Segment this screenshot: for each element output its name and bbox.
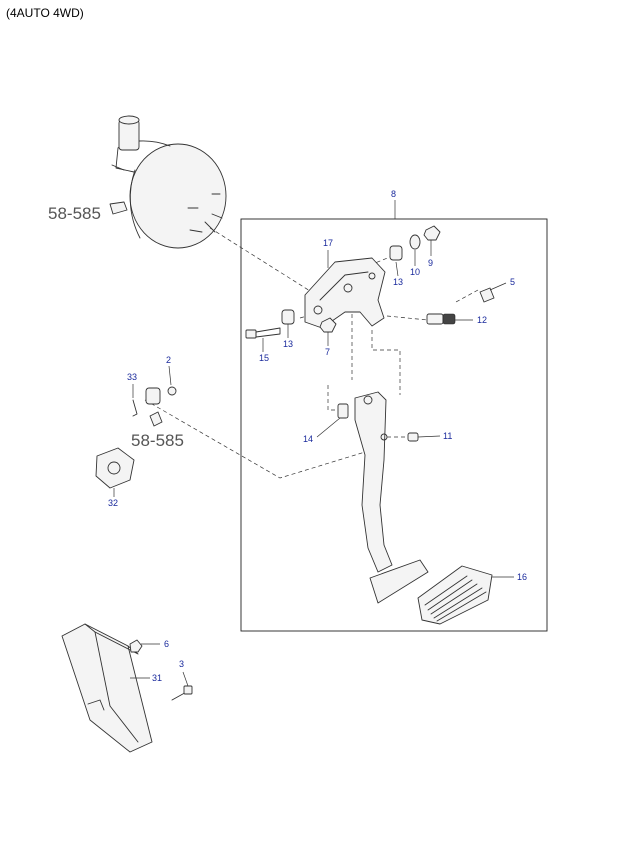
pedal-pad: [417, 565, 514, 625]
callout-8: 8: [391, 189, 396, 199]
bushing-13-lower: [281, 309, 295, 325]
callout-12: 12: [477, 315, 487, 325]
lower-bracket-31: [61, 623, 193, 753]
mount-bracket-32: [95, 447, 135, 497]
reference-label-lower[interactable]: 58-585: [131, 431, 184, 450]
callout-14: 14: [303, 434, 313, 444]
stop-lamp-switch: [426, 313, 473, 325]
pedal-arm: [316, 391, 429, 604]
callout-5: 5: [510, 277, 515, 287]
nut-9: [423, 225, 441, 241]
callout-31: 31: [152, 673, 162, 683]
callout-3: 3: [179, 659, 184, 669]
assembly-frame: [240, 218, 548, 632]
pedal-bracket: [304, 250, 386, 329]
washer-10: [409, 234, 421, 250]
callout-7: 7: [325, 347, 330, 357]
callout-11: 11: [443, 431, 452, 441]
callout-10: 10: [410, 267, 420, 277]
bushing-13-upper: [389, 245, 403, 261]
callout-15: 15: [259, 353, 269, 363]
callout-32: 32: [108, 498, 118, 508]
callout-13-upper: 13: [393, 277, 403, 287]
brake-booster: [109, 115, 227, 249]
callout-16: 16: [517, 572, 527, 582]
reference-label-upper[interactable]: 58-585: [48, 204, 101, 223]
pin-11: [407, 432, 441, 442]
callout-13-lower: 13: [283, 339, 293, 349]
callout-6: 6: [164, 639, 169, 649]
nut-7: [319, 317, 337, 333]
bolt-15: [245, 327, 281, 352]
diagram-header: (4AUTO 4WD): [6, 6, 84, 20]
callout-2: 2: [166, 355, 171, 365]
callout-17: 17: [323, 238, 333, 248]
clevis-group: [132, 365, 177, 427]
clip-5: [479, 287, 495, 303]
callout-9: 9: [428, 258, 433, 268]
callout-33: 33: [127, 372, 137, 382]
